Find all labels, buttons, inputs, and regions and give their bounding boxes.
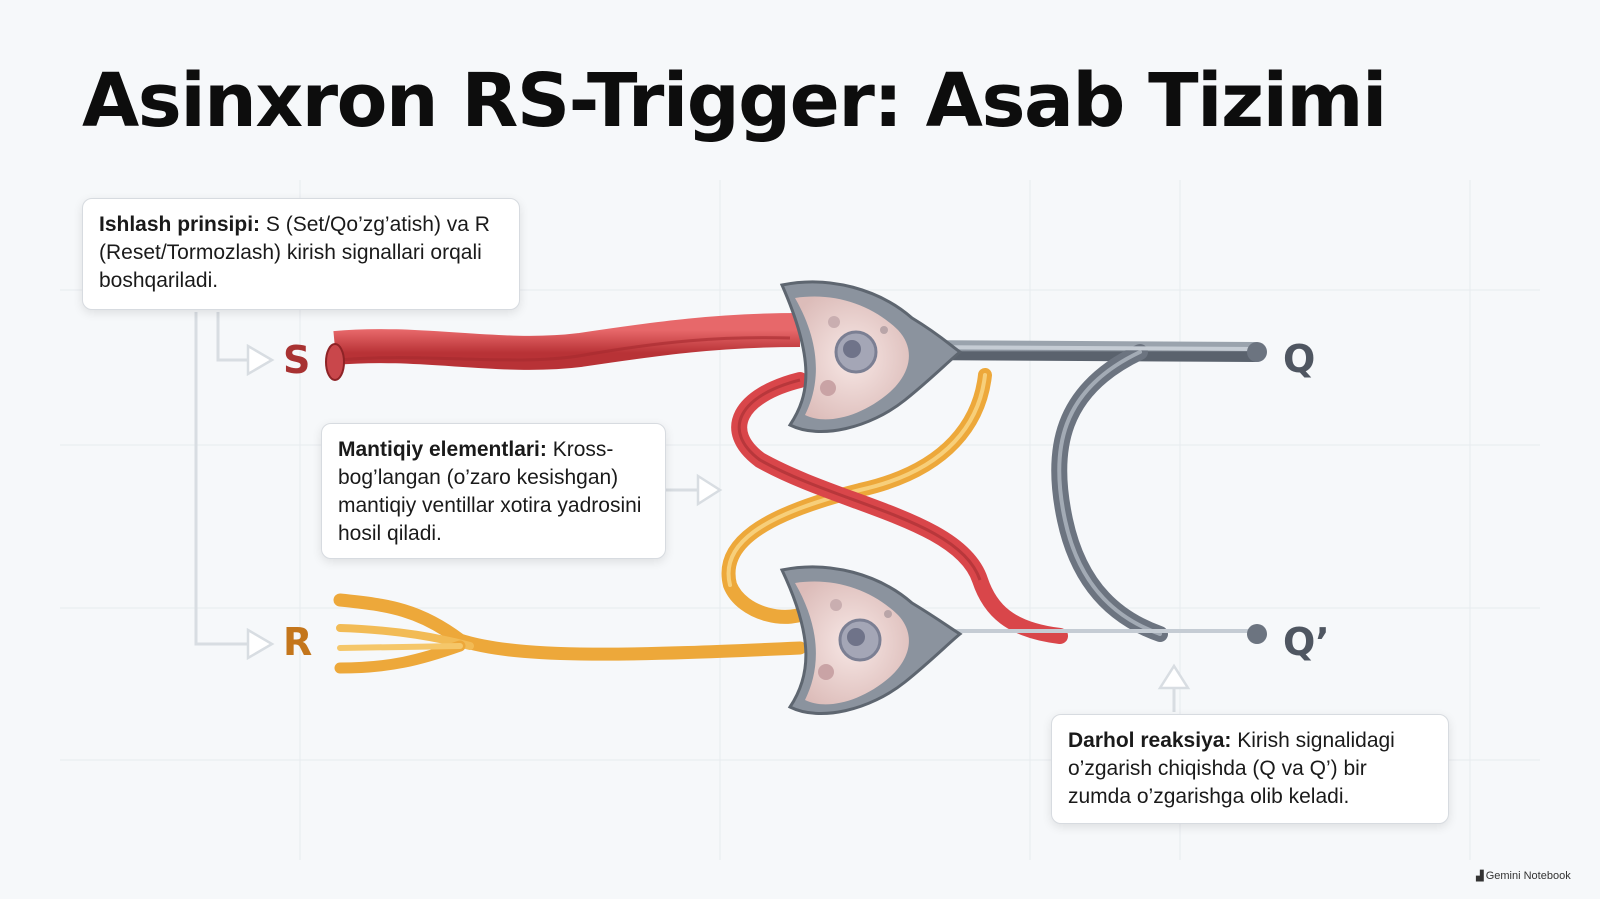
reset-nerve (333, 593, 807, 674)
callout-logic-heading: Mantiqiy elementlari: (338, 438, 547, 461)
notebook-icon: ▟ (1476, 871, 1484, 882)
brand-watermark: ▟Gemini Notebook (1476, 870, 1571, 882)
flow-arrows (194, 312, 1176, 712)
set-input-label: S (283, 338, 311, 382)
callout-principle-body: S (Set/Qo’zg’atish) va R (Reset/Tormozla… (99, 213, 490, 292)
callout-reaction: Darhol reaksiya: Kirish signalidagi o’zg… (1051, 714, 1449, 824)
callout-principle-heading: Ishlash prinsipi: (99, 213, 261, 236)
callout-principle: Ishlash prinsipi: S (Set/Qo’zg’atish) va… (82, 198, 520, 310)
output-axons (890, 340, 1267, 645)
callout-logic-body: Kross-bog’langan (o’zaro kesishgan) mant… (338, 438, 642, 545)
callout-logic-elements: Mantiqiy elementlari: Kross-bog’langan (… (321, 423, 666, 559)
callout-reaction-body: Kirish signalidagi o’zgarish chiqishda (… (1068, 729, 1395, 808)
page-title: Asinxron RS-Trigger: Asab Tizimi (82, 58, 1387, 144)
arrow-heads (246, 343, 1191, 690)
set-vessel (325, 313, 801, 381)
brand-name: Gemini Notebook (1485, 870, 1571, 882)
q-output-label: Q (1283, 337, 1316, 381)
upper-gate-neuron (779, 280, 963, 433)
q-not-output-label: Q’ (1283, 620, 1330, 664)
callout-reaction-heading: Darhol reaksiya: (1068, 729, 1232, 752)
reset-input-label: R (283, 620, 313, 664)
lower-gate-neuron (779, 565, 963, 715)
